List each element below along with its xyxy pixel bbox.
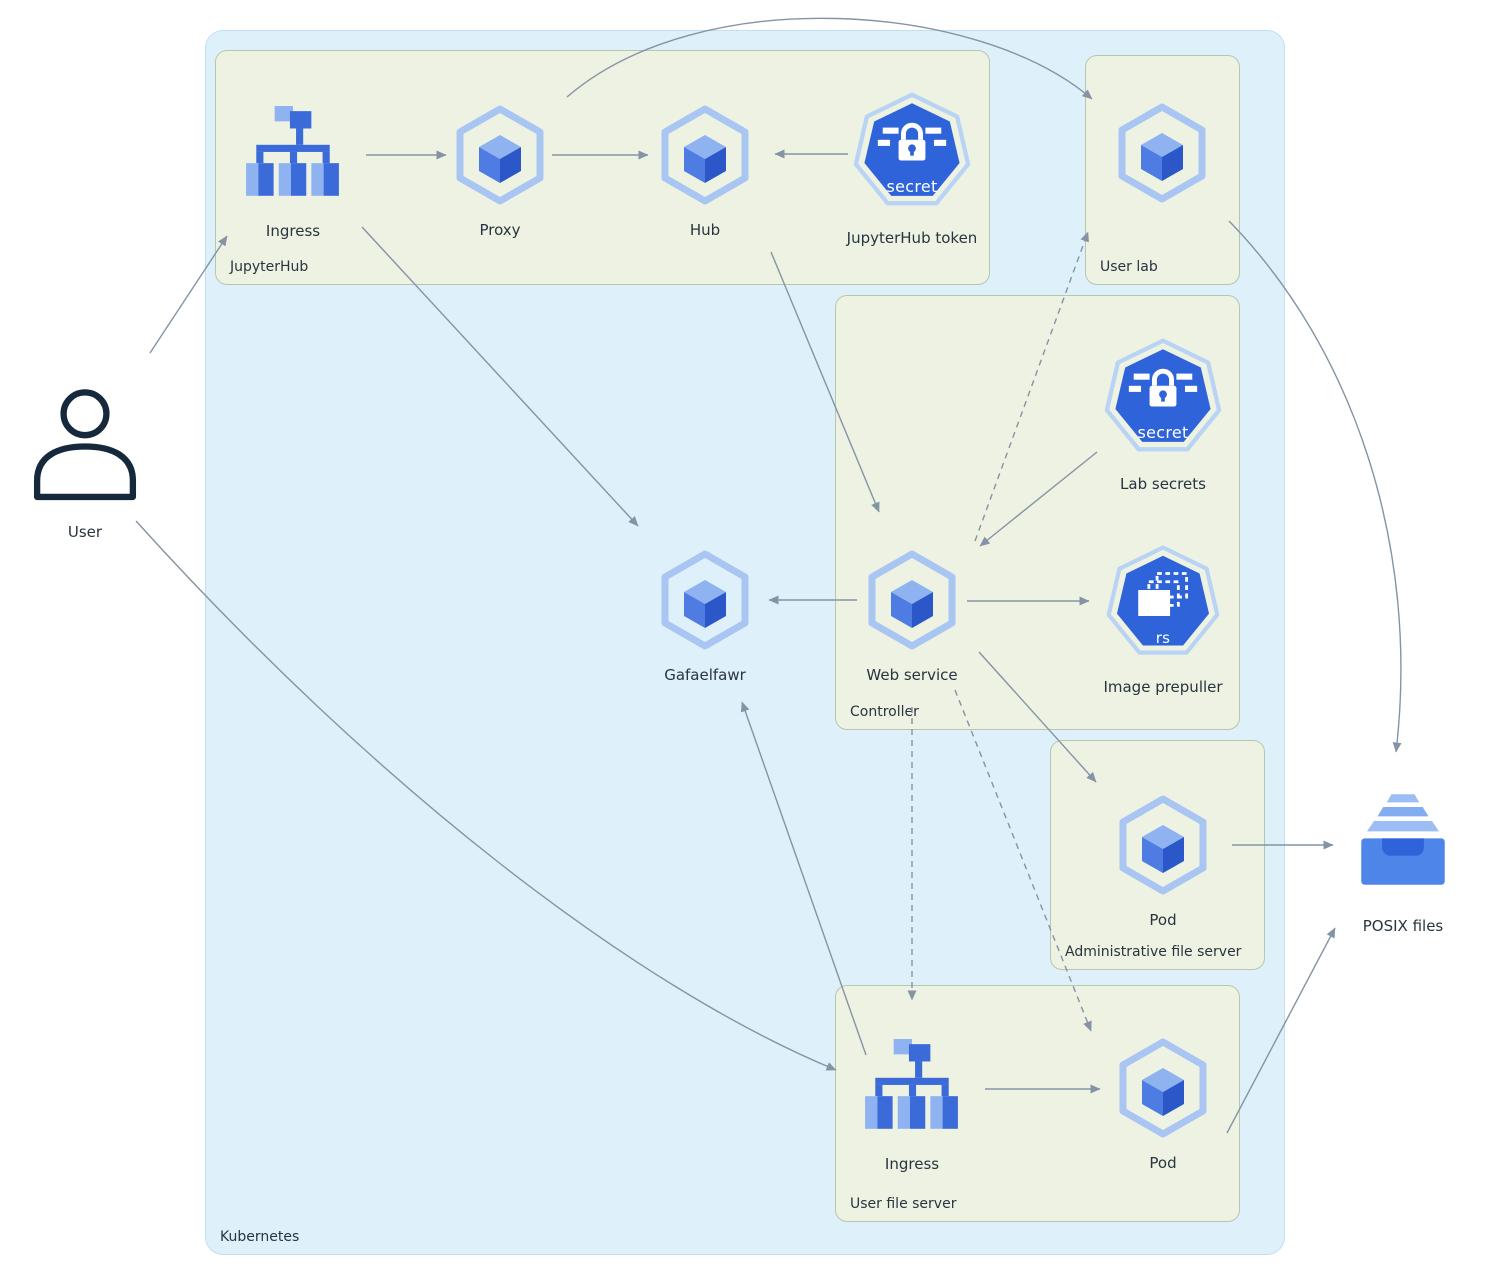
pod-icon bbox=[655, 550, 755, 650]
node-image-prepuller: rs Image prepuller bbox=[1078, 544, 1248, 696]
node-label-hub: Hub bbox=[689, 221, 721, 239]
node-jupyterhub-ingress: Ingress bbox=[208, 104, 378, 240]
pod-icon bbox=[1112, 103, 1212, 203]
node-label-posix-files: POSIX files bbox=[1362, 917, 1444, 935]
group-label-jupyterhub: JupyterHub bbox=[230, 259, 309, 275]
ingress-icon bbox=[242, 104, 344, 206]
node-label-web-service: Web service bbox=[866, 666, 958, 684]
node-label-gafaelfawr: Gafaelfawr bbox=[664, 666, 746, 684]
node-label-jupyterhub-ingress: Ingress bbox=[265, 222, 321, 240]
node-user: User bbox=[0, 381, 170, 541]
node-label-lab-secrets: Lab secrets bbox=[1120, 475, 1206, 493]
secret-icon-text: secret bbox=[1137, 423, 1189, 442]
pod-icon bbox=[655, 105, 755, 205]
node-gafaelfawr: Gafaelfawr bbox=[620, 550, 790, 684]
pod-icon bbox=[1113, 1038, 1213, 1138]
group-label-admin-file-server: Administrative file server bbox=[1065, 944, 1242, 960]
node-label-user: User bbox=[67, 523, 103, 541]
group-label-user-lab: User lab bbox=[1100, 259, 1158, 275]
group-label-controller: Controller bbox=[850, 704, 919, 720]
node-posix-files: POSIX files bbox=[1318, 785, 1488, 935]
node-web-service: Web service bbox=[827, 550, 997, 684]
ingress-icon bbox=[861, 1037, 963, 1139]
node-label-proxy: Proxy bbox=[479, 221, 521, 239]
node-label-user-fs-pod: Pod bbox=[1149, 1154, 1177, 1172]
node-admin-pod: Pod bbox=[1078, 795, 1248, 929]
node-lab-secrets: secret Lab secrets bbox=[1078, 337, 1248, 493]
node-label-jupyterhub-token: JupyterHub token bbox=[846, 229, 978, 247]
pod-icon bbox=[862, 550, 962, 650]
node-label-image-prepuller: Image prepuller bbox=[1103, 678, 1223, 696]
replicaset-icon-text: rs bbox=[1155, 629, 1171, 647]
node-user-fs-pod: Pod bbox=[1078, 1038, 1248, 1172]
posix-files-icon bbox=[1345, 785, 1461, 901]
node-hub: Hub bbox=[620, 105, 790, 239]
pod-icon bbox=[450, 105, 550, 205]
group-label-kubernetes: Kubernetes bbox=[220, 1229, 300, 1245]
pod-icon bbox=[1113, 795, 1213, 895]
group-label-user-file-server: User file server bbox=[850, 1196, 957, 1212]
node-label-user-fs-ingress: Ingress bbox=[884, 1155, 940, 1173]
node-user-lab-pod bbox=[1077, 103, 1247, 203]
node-jupyterhub-token: secret JupyterHub token bbox=[827, 91, 997, 247]
node-user-fs-ingress: Ingress bbox=[827, 1037, 997, 1173]
secret-icon-text: secret bbox=[886, 177, 938, 196]
node-label-admin-pod: Pod bbox=[1149, 911, 1177, 929]
node-proxy: Proxy bbox=[415, 105, 585, 239]
user-icon bbox=[22, 381, 148, 507]
